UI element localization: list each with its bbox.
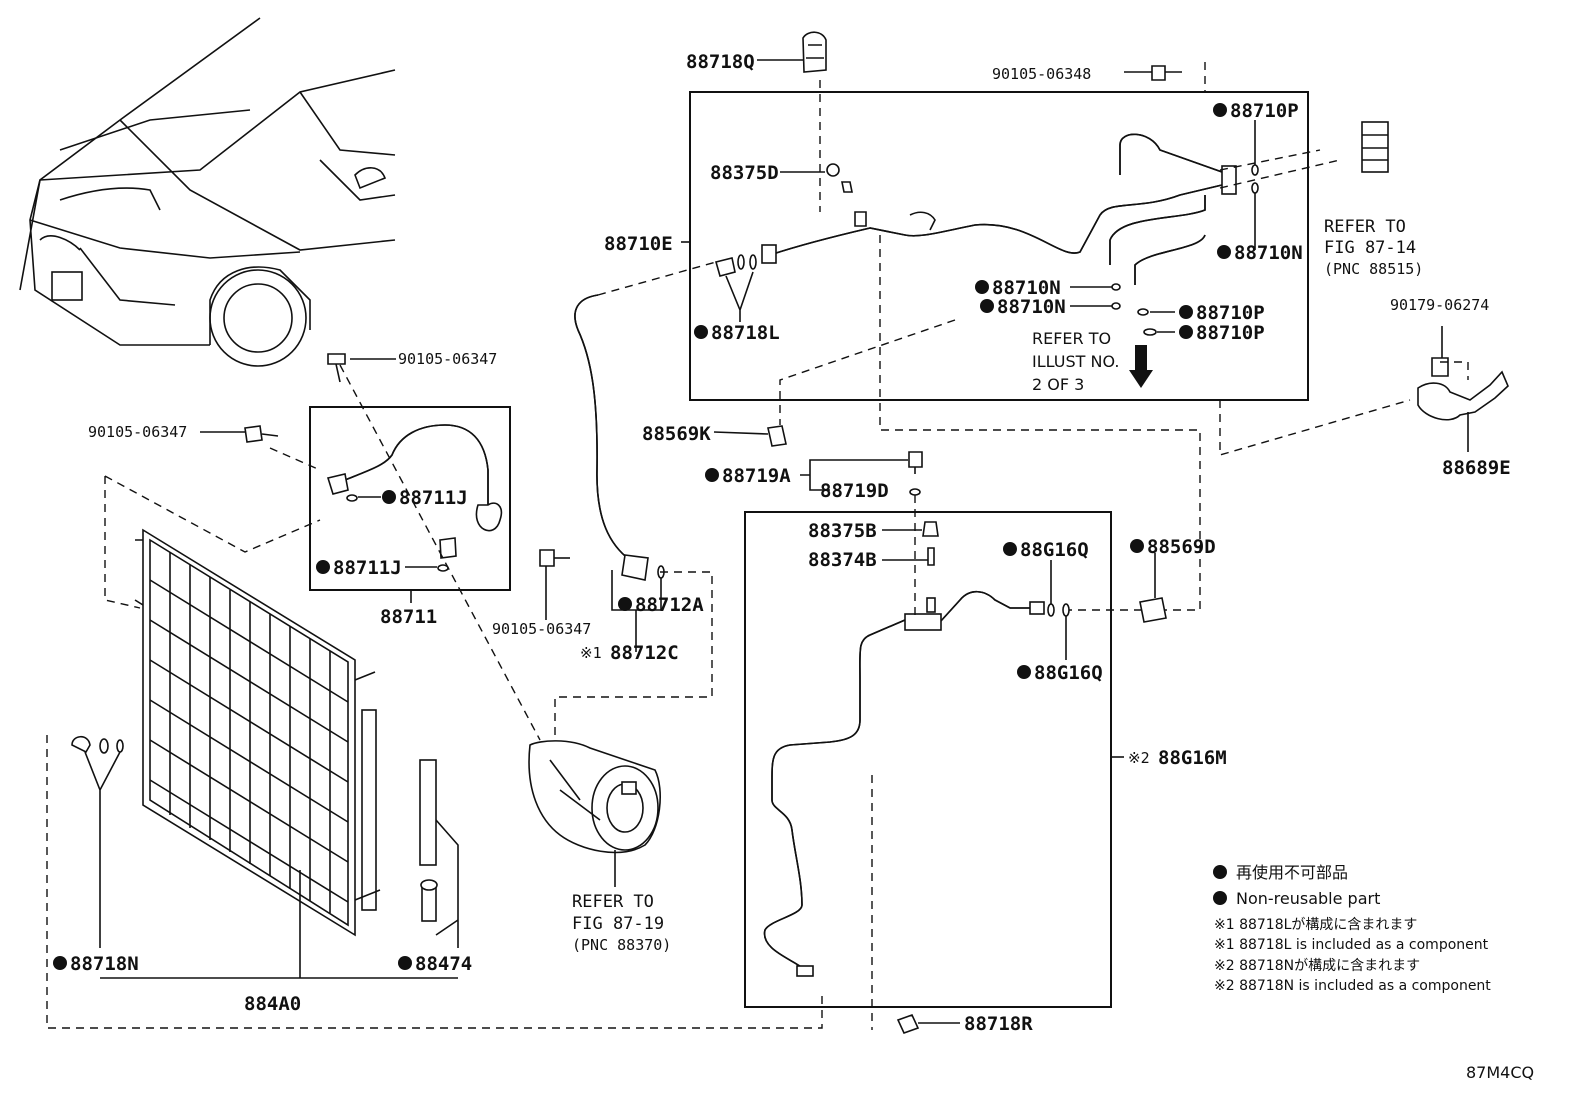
non-reusable-dot-icon [705, 468, 719, 482]
clamp-88569D [1139, 597, 1167, 623]
non-reusable-dot-icon [53, 956, 67, 970]
refer-fig-87-14-line2: FIG 87-14 [1324, 238, 1416, 258]
refer-illust-line1: REFER TO [1032, 329, 1111, 348]
legend-line1: 再使用不可部品 [1236, 863, 1348, 882]
label-88711J-a: 88711J [399, 487, 468, 509]
hose-88712C [574, 294, 665, 652]
bracket-88689E [1417, 370, 1509, 421]
non-reusable-dot-icon [1003, 542, 1017, 556]
compressor [528, 740, 661, 887]
label-88375D: 88375D [710, 162, 779, 184]
label-88711: 88711 [380, 606, 437, 628]
label-90105-06347-b: 90105-06347 [88, 423, 187, 441]
vehicle-illustration [19, 17, 396, 367]
non-reusable-dot-icon [1130, 539, 1144, 553]
legend-line6: ※2 88718N is included as a component [1214, 978, 1491, 994]
legend: 再使用不可部品 Non-reusable part ※1 88718Lが構成に含… [1213, 863, 1491, 994]
label-88710P-a: 88710P [1230, 100, 1299, 122]
valve-88719A [908, 451, 923, 496]
label-88712C: 88712C [610, 642, 679, 664]
label-88569D: 88569D [1147, 536, 1216, 558]
label-884A0: 884A0 [244, 993, 301, 1015]
label-88711J-b: 88711J [333, 557, 402, 579]
label-88718L: 88718L [711, 322, 780, 344]
non-reusable-dot-icon [980, 299, 994, 313]
label-88710P-c: 88710P [1196, 322, 1265, 344]
label-88G16Q-a: 88G16Q [1020, 539, 1089, 561]
label-88710N-c: 88710N [997, 296, 1066, 318]
non-reusable-dot-icon [1179, 325, 1193, 339]
label-88375B: 88375B [808, 520, 877, 542]
legend-line4: ※1 88718L is included as a component [1214, 937, 1489, 953]
label-90105-06348: 90105-06348 [992, 65, 1091, 83]
label-88710N-b: 88710N [992, 277, 1061, 299]
refer-fig-87-19-line1: REFER TO [572, 892, 654, 912]
clip-88718Q [802, 31, 827, 73]
refer-fig-87-14-line3: (PNC 88515) [1324, 260, 1423, 278]
non-reusable-dot-icon [1017, 665, 1031, 679]
refer-fig-87-19-line2: FIG 87-19 [572, 914, 664, 934]
bolt-icons [244, 65, 1449, 567]
non-reusable-dot-icon [398, 956, 412, 970]
legend-line5: ※2 88718Nが構成に含まれます [1214, 958, 1420, 974]
label-88710N-a: 88710N [1234, 242, 1303, 264]
legend-line3: ※1 88718Lが構成に含まれます [1214, 917, 1417, 933]
label-88474: 88474 [415, 953, 472, 975]
legend-line2: Non-reusable part [1236, 889, 1380, 908]
refer-fig-87-19-line3: (PNC 88370) [572, 936, 671, 954]
non-reusable-dot-icon [1213, 865, 1227, 879]
label-88374B: 88374B [808, 549, 877, 571]
condenser [134, 528, 381, 937]
non-reusable-dot-icon [694, 325, 708, 339]
label-88718Q: 88718Q [686, 51, 755, 73]
pipe-88G16M-box [744, 511, 1112, 1008]
label-88G16M: 88G16M [1158, 747, 1227, 769]
pipe-88G16M [763, 521, 1070, 977]
label-88710E: 88710E [604, 233, 673, 255]
parts-88718N [71, 735, 124, 948]
label-88689E: 88689E [1442, 457, 1511, 479]
diagram-code: 87M4CQ [1466, 1063, 1534, 1082]
label-90179-06274: 90179-06274 [1390, 296, 1489, 314]
label-88G16M-mark: ※2 [1128, 749, 1150, 767]
pipe-88710E-box [689, 91, 1309, 401]
refer-illust-line3: 2 OF 3 [1032, 375, 1084, 394]
label-90105-06347-c: 90105-06347 [492, 620, 591, 638]
non-reusable-dot-icon [316, 560, 330, 574]
clamp-88569K [767, 425, 787, 447]
label-88718R: 88718R [964, 1013, 1033, 1035]
label-88712A: 88712A [635, 594, 704, 616]
parts-88474 [419, 759, 459, 948]
label-88718N: 88718N [70, 953, 139, 975]
non-reusable-dot-icon [1213, 103, 1227, 117]
non-reusable-dot-icon [382, 490, 396, 504]
non-reusable-dot-icon [975, 280, 989, 294]
label-88719A: 88719A [722, 465, 791, 487]
refer-illust-line2: ILLUST NO. [1032, 352, 1119, 371]
non-reusable-dot-icon [1179, 305, 1193, 319]
refer-fig-87-14-line1: REFER TO [1324, 217, 1406, 237]
label-90105-06347-a: 90105-06347 [398, 350, 497, 368]
label-88710P-b: 88710P [1196, 302, 1265, 324]
label-88719D: 88719D [820, 480, 889, 502]
clip-88718R [896, 1014, 920, 1034]
non-reusable-dot-icon [618, 597, 632, 611]
connector-88515 [1361, 121, 1389, 173]
label-88G16Q-b: 88G16Q [1034, 662, 1103, 684]
hose-88711-box [309, 406, 511, 591]
label-88712C-mark: ※1 [580, 644, 602, 662]
non-reusable-dot-icon [1213, 891, 1227, 905]
non-reusable-dot-icon [1217, 245, 1231, 259]
label-88569K: 88569K [642, 423, 711, 445]
